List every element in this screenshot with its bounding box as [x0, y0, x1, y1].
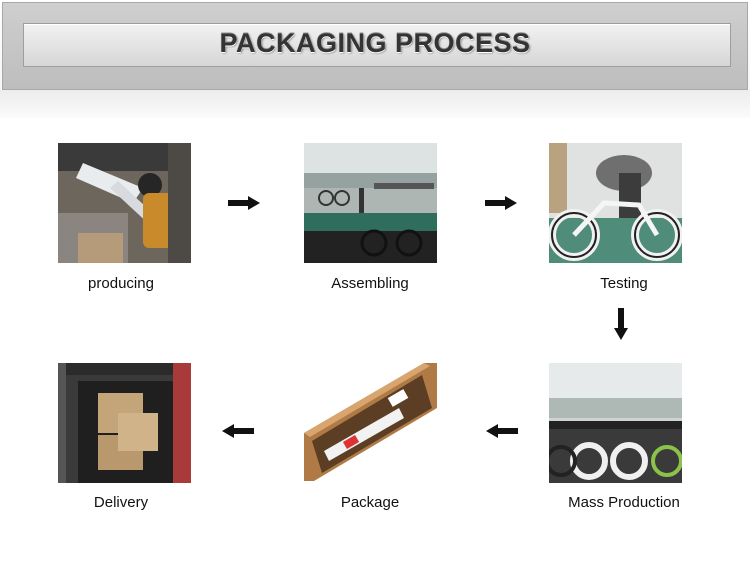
delivery-photo	[58, 363, 191, 483]
page-title: PACKAGING PROCESS	[219, 28, 531, 58]
arrow-right-icon	[485, 196, 517, 210]
assembling-photo	[304, 143, 437, 263]
arrow-right-icon	[228, 196, 260, 210]
step-label-testing: Testing	[600, 275, 648, 292]
mass-production-photo	[549, 363, 682, 483]
banner-shadow-strip	[0, 90, 750, 118]
producing-photo	[58, 143, 191, 263]
header-banner: PACKAGING PROCESS	[0, 0, 750, 118]
banner-frame	[2, 2, 748, 90]
package-photo	[304, 363, 437, 483]
arrow-left-icon	[486, 424, 518, 438]
arrow-left-icon	[222, 424, 254, 438]
arrow-down-icon	[614, 308, 628, 340]
step-label-delivery: Delivery	[93, 494, 149, 511]
step-label-mass-production: Mass Production	[568, 494, 680, 511]
step-label-assembling: Assembling	[331, 275, 409, 292]
banner-plate	[24, 24, 730, 66]
testing-photo	[549, 143, 682, 263]
step-label-package: Package	[340, 494, 400, 511]
step-label-producing: producing	[88, 275, 154, 292]
